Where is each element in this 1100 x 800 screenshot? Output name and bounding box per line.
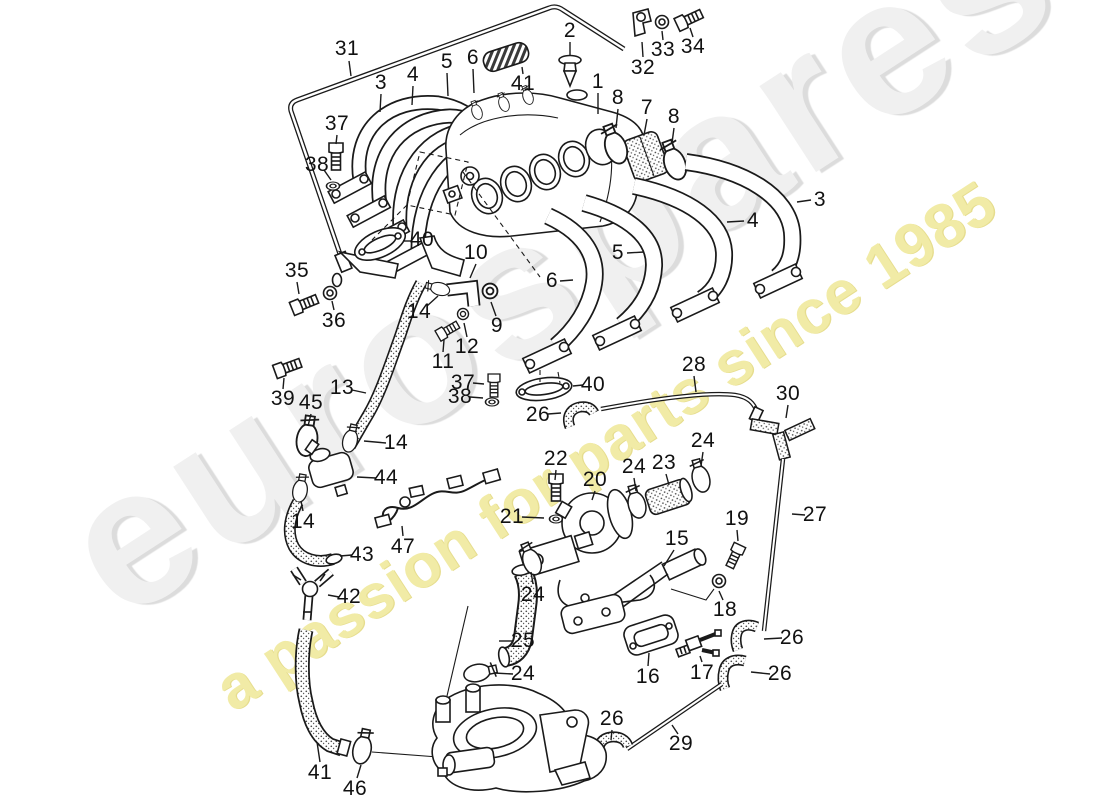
leader-line-40	[572, 384, 584, 387]
leader-line-4	[411, 85, 414, 106]
leader-line-8	[671, 127, 675, 144]
union-fitting-17	[674, 629, 722, 658]
leader-line-47	[401, 525, 404, 537]
pipe-29	[625, 682, 724, 751]
elbow-26b	[730, 619, 760, 653]
leader-line-6	[559, 279, 574, 282]
leader-line-13	[351, 389, 367, 394]
leader-line-23	[665, 473, 670, 486]
vacuum-line-27	[761, 458, 786, 632]
leader-line-14	[426, 295, 439, 307]
leader-line-35	[296, 281, 300, 295]
leader-line-11	[442, 339, 445, 353]
air-valve-20	[518, 488, 656, 609]
hose-13	[344, 280, 427, 450]
leader-line-43	[339, 554, 353, 557]
leader-line-10	[469, 263, 477, 279]
manifold-runners-right	[521, 153, 804, 375]
leader-line-45	[307, 413, 312, 427]
leader-line-30	[785, 404, 789, 419]
gasket-16	[623, 614, 679, 656]
leader-line-12	[463, 322, 468, 338]
leader-line-15	[663, 549, 675, 567]
leader-line-6	[472, 68, 475, 94]
check-valve-44	[304, 438, 354, 498]
leader-line-39	[282, 377, 285, 390]
gasket-40b	[515, 370, 573, 402]
leader-to-throttle	[371, 751, 439, 758]
leader-line-36	[331, 300, 335, 311]
leader-line-28	[693, 375, 697, 393]
fuel-line-31	[288, 4, 626, 288]
throttle-body	[431, 683, 608, 793]
alignment-line	[446, 605, 469, 697]
hose-43	[283, 499, 343, 567]
leader-line-3	[796, 199, 812, 203]
leader-line-24	[530, 571, 534, 585]
leader-line-41	[521, 66, 524, 75]
leader-line-17	[699, 655, 703, 663]
gasket-40a	[353, 151, 541, 278]
leader-line-19	[736, 529, 739, 542]
id-plate-41	[482, 41, 530, 73]
leader-line-24	[633, 477, 637, 492]
leader-line-38	[469, 396, 484, 399]
leader-line-20	[591, 490, 596, 501]
leader-line-27	[791, 513, 806, 516]
leader-line-29	[671, 724, 679, 735]
elbow-26a	[562, 401, 599, 430]
leader-line-4	[726, 220, 745, 223]
leader-line-21	[521, 516, 545, 519]
leader-line-26	[547, 412, 562, 415]
leader-line-5	[626, 251, 645, 254]
leader-line-41	[316, 741, 321, 763]
leader-line-22	[554, 469, 557, 481]
leader-line-16	[647, 652, 650, 667]
leader-line-3	[379, 93, 382, 113]
y-connector-42	[290, 566, 334, 621]
leader-line-26	[750, 671, 771, 675]
leader-line-26	[610, 729, 613, 741]
leader-line-7	[643, 118, 648, 136]
t-fitting-10	[423, 278, 499, 342]
sleeve-hose-7	[597, 120, 692, 184]
leader-line-32	[641, 41, 644, 58]
hose-41-bottom	[294, 628, 352, 758]
leader-line-31	[348, 60, 352, 77]
leader-line-14	[363, 440, 387, 444]
leader-line-18	[718, 590, 724, 601]
leader-line-26	[763, 637, 783, 640]
elbow-26c	[717, 654, 747, 692]
leader-line-46	[356, 764, 362, 779]
leader-line-14	[300, 500, 304, 512]
leader-line-9	[490, 301, 497, 317]
leader-line-37	[472, 382, 485, 385]
leader-line-5	[446, 72, 449, 97]
leader-line-24	[493, 672, 514, 675]
wiring-harness-47	[373, 467, 502, 529]
vacuum-plug-2	[558, 54, 582, 89]
hose-23	[644, 477, 693, 516]
bracket-32	[632, 8, 652, 38]
leader-line-34	[689, 27, 694, 38]
leader-line-33	[661, 30, 664, 41]
leader-line-42	[327, 594, 340, 598]
t-piece-30	[749, 417, 816, 461]
leader-line-37	[335, 134, 338, 145]
support-bracket-15	[560, 548, 715, 635]
leader-line-8	[615, 108, 619, 129]
leader-line-44	[356, 476, 377, 479]
leader-line-38	[323, 169, 332, 181]
leader-line-24	[700, 451, 704, 467]
